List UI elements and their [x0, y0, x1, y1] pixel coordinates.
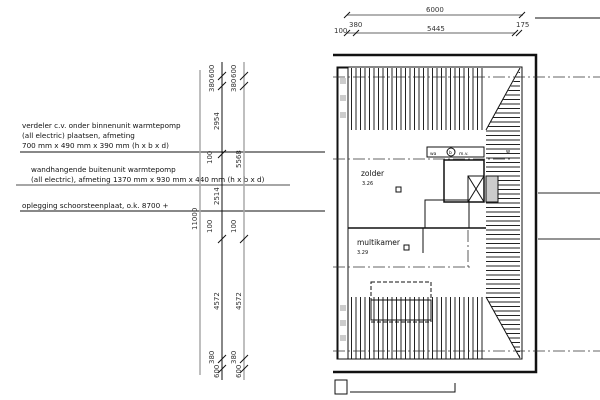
room-area-multikamer: 3.29	[357, 250, 368, 256]
dim-label: 4572	[235, 292, 243, 310]
room-name-multikamer: multikamer	[357, 238, 401, 247]
note-3: oplegging schoorsteenplaat, o.k. 8700 +	[22, 201, 169, 210]
boiler-icon	[446, 147, 456, 157]
note-1-line-3: 700 mm x 490 mm x 390 mm (h x b x d)	[22, 141, 169, 150]
note-2-line-2: (all electric), afmeting 1370 mm x 930 m…	[31, 175, 265, 184]
dim-left: 380	[349, 21, 362, 29]
note-1-line-2: (all electric) plaatsen, afmeting	[22, 131, 135, 140]
dim-right: 175	[516, 21, 529, 29]
dim-left-small: 100	[334, 27, 347, 35]
fixture-wm: wa	[430, 152, 437, 157]
dim-label: 5568	[235, 150, 243, 168]
dim-label: 600	[230, 65, 238, 78]
dim-label: 380	[208, 351, 216, 364]
dim-overall: 6000	[426, 6, 444, 14]
fixture-mv: m.v.	[459, 152, 469, 157]
fixture-boiler: b	[449, 150, 452, 156]
dim-label: 100	[206, 151, 214, 164]
fixture-extra: w	[506, 149, 510, 155]
vertical-dimensions: 600 380 2954 100 2514 100 4572 380 600 6…	[191, 62, 249, 380]
dim-label: 380	[230, 351, 238, 364]
dim-label: 100	[230, 220, 238, 233]
dim-label: 2514	[213, 187, 221, 205]
dim-label: 380	[208, 79, 216, 92]
dim-label: 600	[213, 365, 221, 378]
top-dimensions: 6000 5445 100 380 175	[334, 6, 600, 37]
annotation-notes: verdeler c.v. onder binnenunit warmtepom…	[16, 121, 325, 212]
attic-plan: zolder 3.26 multikamer 3.29 wa b m.v. w	[333, 53, 600, 395]
dim-label: 600	[235, 365, 243, 378]
room-area-zolder: 3.26	[362, 181, 373, 187]
note-2-line-1: wandhangende buitenunit warmtepomp	[31, 165, 176, 174]
dim-label: 600	[208, 65, 216, 78]
note-1-line-1: verdeler c.v. onder binnenunit warmtepom…	[22, 121, 181, 130]
dim-label: 2954	[213, 112, 221, 130]
room-name-zolder: zolder	[361, 169, 385, 178]
dim-label: 4572	[213, 292, 221, 310]
level-mark: 11000	[191, 208, 199, 230]
dim-inner: 5445	[427, 25, 445, 33]
dim-label: 100	[206, 220, 214, 233]
dim-label: 380	[230, 79, 238, 92]
